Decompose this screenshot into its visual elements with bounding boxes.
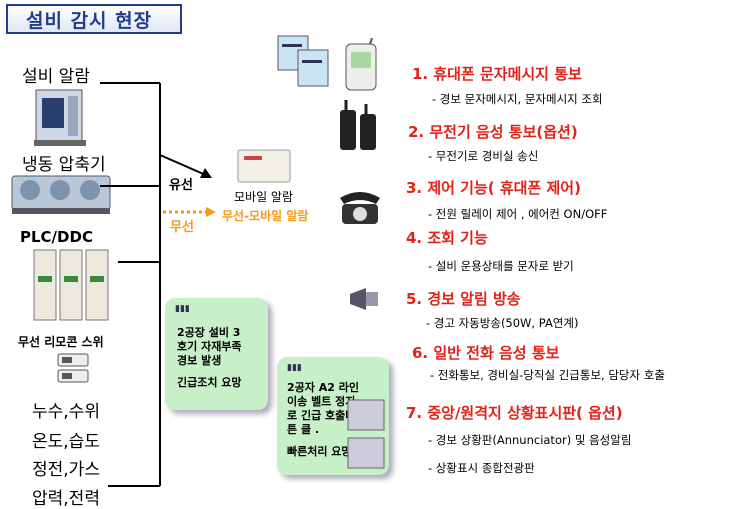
- phone-2-body: 2공자 A2 라인 이송 벨트 정지 로 긴급 호출버 튼 클 .: [287, 381, 387, 437]
- phone-1-line: 호기 자재부족: [177, 340, 242, 353]
- label-wireless-remote: 무선 리모콘 스위: [18, 335, 104, 349]
- item-7-sub-2: - 상황표시 종합전광판: [428, 461, 535, 475]
- phone-1-line: 2공장 설비 3: [177, 326, 241, 339]
- plc-icon: [33, 249, 109, 321]
- label-wired: 유선: [169, 178, 193, 193]
- item-2-title: 2. 무전기 음성 통보(옵션): [408, 123, 578, 141]
- item-4-title: 4. 조회 기능: [406, 229, 488, 247]
- item-1-sub: - 경보 문자메시지, 문자메시지 조회: [432, 92, 603, 106]
- item-7-title: 7. 중앙/원격지 상황표시판( 옵션): [406, 404, 623, 422]
- item-6-sub: - 전화통보, 경비실-당직실 긴급통보, 담당자 호출: [430, 368, 665, 382]
- megaphone-icon: [350, 288, 378, 310]
- phone-message-1: ▮▮▮ 2공장 설비 3 호기 자재부족 경보 발생 긴급조치 요망: [165, 298, 268, 410]
- label-mobile-alarm: 모바일 알람: [234, 190, 294, 204]
- signal-icon: ▮▮▮: [287, 363, 302, 373]
- item-1-title: 1. 휴대폰 문자메시지 통보: [412, 65, 582, 83]
- label-leak-level: 누수,수위: [32, 402, 100, 422]
- label-wireless: 무선: [170, 220, 194, 235]
- page-title: 설비 감시 현장: [26, 10, 153, 32]
- walkie-talkie-icon: [340, 100, 376, 150]
- label-pressure-power: 압력,전력: [32, 489, 100, 509]
- phone-1-body: 2공장 설비 3 호기 자재부족 경보 발생: [177, 326, 267, 368]
- compressor-icon: [11, 175, 111, 214]
- item-6-title: 6. 일반 전화 음성 통보: [412, 344, 560, 362]
- phone-2-line: 로 긴급 호출버: [287, 409, 356, 422]
- phone-2-line: 이송 벨트 정지: [287, 395, 356, 408]
- label-power-gas: 정전,가스: [32, 460, 100, 480]
- signal-icon: ▮▮▮: [175, 304, 190, 314]
- label-temp-humid: 온도,습도: [32, 432, 100, 452]
- sms-card-icon: [277, 35, 329, 87]
- item-2-sub: - 무전기로 경비실 송신: [428, 149, 539, 163]
- phone-2-line: 튼 클 .: [287, 423, 320, 436]
- item-5-title: 5. 경보 알림 방송: [406, 290, 521, 308]
- item-3-sub: - 전원 릴레이 제어 , 에어컨 ON/OFF: [428, 207, 608, 221]
- machine-icon: [34, 89, 86, 146]
- item-5-sub: - 경고 자동방송(50W, PA연계): [426, 316, 579, 330]
- mobile-phone-icon: [345, 38, 377, 91]
- label-wireless-mobile-alarm: 무선-모바일 알람: [222, 209, 309, 223]
- telephone-icon: [340, 192, 380, 224]
- label-plc: PLC/DDC: [20, 228, 93, 246]
- phone-1-footer: 긴급조치 요망: [177, 376, 242, 389]
- item-3-title: 3. 제어 기능( 휴대폰 제어): [406, 179, 581, 197]
- item-4-sub: - 설비 운용상태를 문자로 받기: [428, 259, 574, 273]
- title-box: [6, 4, 182, 34]
- alarm-box-icon: [237, 149, 291, 183]
- item-7-sub: - 경보 상황판(Annunciator) 및 음성알림: [428, 433, 632, 447]
- remote-switch-icon: [57, 353, 89, 383]
- display-board-icon: [347, 399, 385, 469]
- phone-2-line: 2공자 A2 라인: [287, 381, 359, 394]
- phone-1-line: 경보 발생: [177, 354, 222, 367]
- label-freezer: 냉동 압축기: [22, 155, 106, 175]
- phone-2-footer: 빠른처리 요망: [287, 445, 352, 458]
- label-equipment-alarm: 설비 알람: [22, 67, 90, 87]
